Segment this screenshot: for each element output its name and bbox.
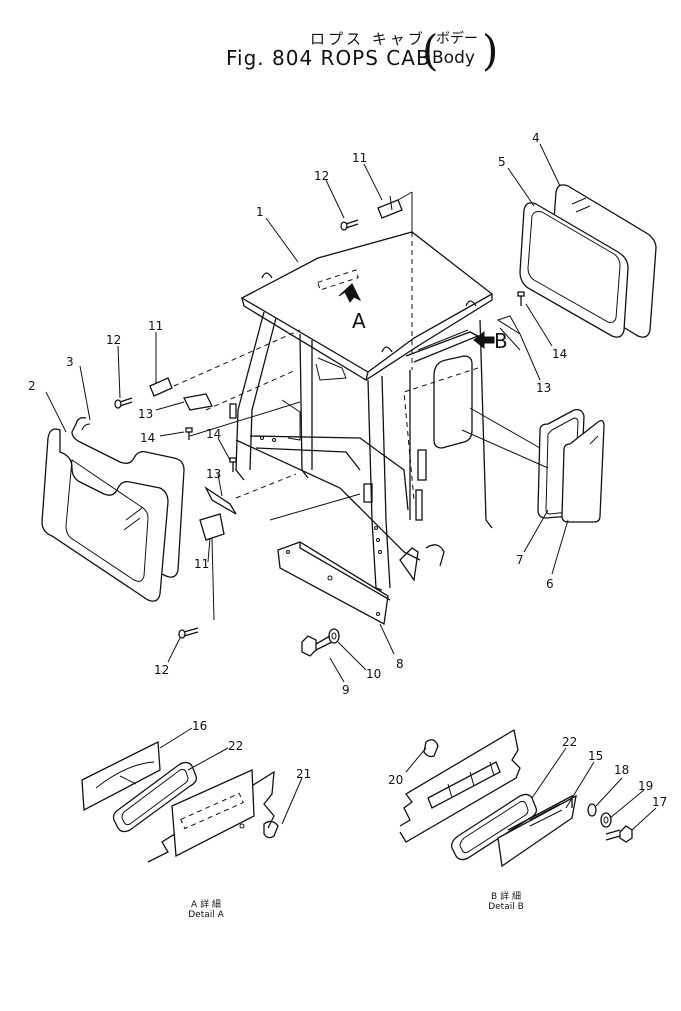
callout-3: 3 (66, 355, 74, 369)
callout-19: 19 (638, 779, 653, 793)
bottom-cover-plate (277, 541, 391, 626)
washer-10 (328, 628, 340, 644)
title-paren-close: ) (482, 26, 499, 75)
right-small-window-glass (561, 420, 605, 523)
screw-14-left (185, 427, 193, 440)
title-japanese: ロプス キャブ (310, 30, 426, 48)
figure-title: Fig. 804 ROPS CAB (226, 46, 431, 70)
callout-4: 4 (532, 131, 540, 145)
detail-a-drawing: 16 22 21 (81, 719, 311, 863)
callout-1: 1 (256, 205, 264, 219)
callout-11-left: 11 (148, 319, 163, 333)
title-sub-english: Body (432, 48, 475, 68)
detail-b-caption: B 詳 細 Detail B (476, 892, 536, 912)
callout-22-detail-b: 22 (562, 735, 577, 749)
callout-18: 18 (614, 763, 629, 777)
detail-b-caption-jp: B 詳 細 (491, 892, 521, 902)
callout-14-right: 14 (552, 347, 567, 361)
plate-13-lower (204, 486, 237, 515)
bolt-12-top (340, 219, 359, 231)
callout-10: 10 (366, 667, 381, 681)
callout-9: 9 (342, 683, 350, 697)
view-a-label: A (352, 309, 366, 333)
title-sub-japanese: ボデー (436, 31, 478, 47)
callout-16: 16 (192, 719, 207, 733)
title-paren-open: ( (422, 26, 439, 75)
callout-7: 7 (516, 553, 524, 567)
callout-13-right: 13 (536, 381, 551, 395)
callout-21: 21 (296, 767, 311, 781)
callout-12-left: 12 (106, 333, 121, 347)
screw-14-right (517, 291, 525, 306)
left-window-glass (41, 428, 169, 602)
callout-11-lower: 11 (194, 557, 209, 571)
detail-a-caption: A 詳 細 Detail A (176, 900, 236, 920)
callout-11-top: 11 (352, 151, 367, 165)
callout-14-mid: 14 (206, 427, 221, 441)
callout-17: 17 (652, 795, 667, 809)
callout-8: 8 (396, 657, 404, 671)
hinge-bracket-11-lower (199, 513, 225, 541)
callout-22-detail-a: 22 (228, 739, 243, 753)
plate-13-left (183, 393, 213, 411)
view-b-label: B (494, 329, 508, 353)
detail-a-caption-en: Detail A (188, 910, 224, 920)
callout-14-left: 14 (140, 431, 155, 445)
callout-13-lower: 13 (206, 467, 221, 481)
callout-20: 20 (388, 773, 403, 787)
callouts: 1 2 3 4 5 6 7 8 9 10 11 11 11 12 12 12 1… (28, 131, 567, 697)
hinge-bracket-11-left (149, 377, 173, 397)
left-window-seal (71, 416, 185, 578)
callout-2: 2 (28, 379, 36, 393)
callout-12-lower: 12 (154, 663, 169, 677)
view-b-arrow (473, 330, 495, 350)
callout-15: 15 (588, 749, 603, 763)
plate-13-right (496, 315, 521, 335)
detail-a-caption-jp: A 詳 細 (191, 900, 221, 910)
callout-13-left: 13 (138, 407, 153, 421)
callout-6: 6 (546, 577, 554, 591)
bolt-12-lower (178, 627, 199, 639)
detail-b-drawing: 20 22 15 18 19 17 (388, 728, 667, 868)
callout-12-top: 12 (314, 169, 329, 183)
handrail-bar (405, 329, 480, 363)
screw-14-mid (229, 457, 237, 472)
right-top-window-seal (519, 202, 629, 338)
bolt-12-left (114, 397, 133, 409)
leader-lines (45, 143, 569, 683)
hinge-bracket-11-top (377, 195, 403, 219)
cab-body (229, 231, 494, 591)
callout-5: 5 (498, 155, 506, 169)
bolt-9 (301, 635, 333, 657)
detail-b-caption-en: Detail B (488, 902, 524, 912)
